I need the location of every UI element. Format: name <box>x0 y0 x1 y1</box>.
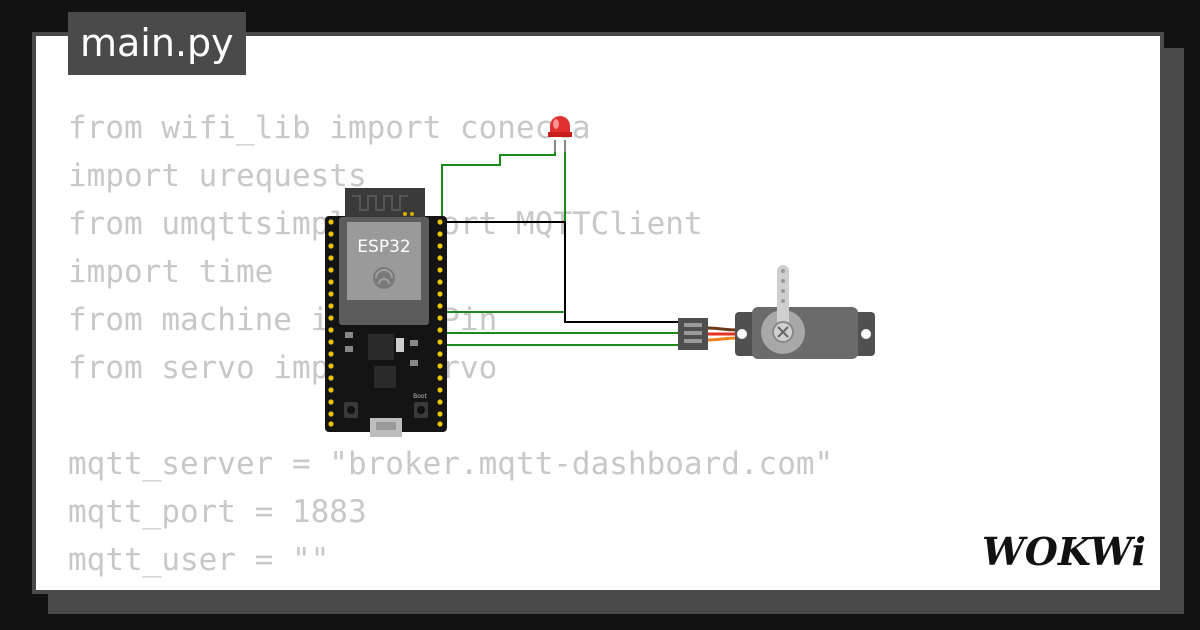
esp32-board-icon[interactable]: ESP32 Boot <box>325 188 447 437</box>
wire-led-cathode[interactable] <box>440 150 566 313</box>
right-pins <box>437 219 443 427</box>
code-line: mqtt_port = 1883 <box>68 494 367 530</box>
led-icon[interactable] <box>548 116 572 152</box>
left-pins <box>328 219 334 427</box>
code-line: from wifi_lib import conecta <box>68 110 591 146</box>
code-line: mqtt_user = "" <box>68 542 330 578</box>
code-line: mqtt_server = "broker.mqtt-dashboard.com… <box>68 446 834 482</box>
file-tab[interactable]: main.py <box>68 12 246 75</box>
code-line: import time <box>68 254 274 290</box>
esp32-label: ESP32 <box>357 237 410 257</box>
code-line: import urequests <box>68 158 367 194</box>
wire-servo-gnd[interactable] <box>440 221 680 323</box>
boot-label: Boot <box>413 393 427 400</box>
wire-led-to-esp[interactable] <box>441 150 556 218</box>
servo-icon[interactable] <box>678 265 875 359</box>
code-card: from wifi_lib import conecta import urequ… <box>32 32 1164 594</box>
wokwi-logo-text: WOKWi <box>982 529 1146 574</box>
wokwi-logo-icon: WOKWi <box>978 527 1150 577</box>
code-block: from wifi_lib import conecta import urequ… <box>68 104 834 590</box>
